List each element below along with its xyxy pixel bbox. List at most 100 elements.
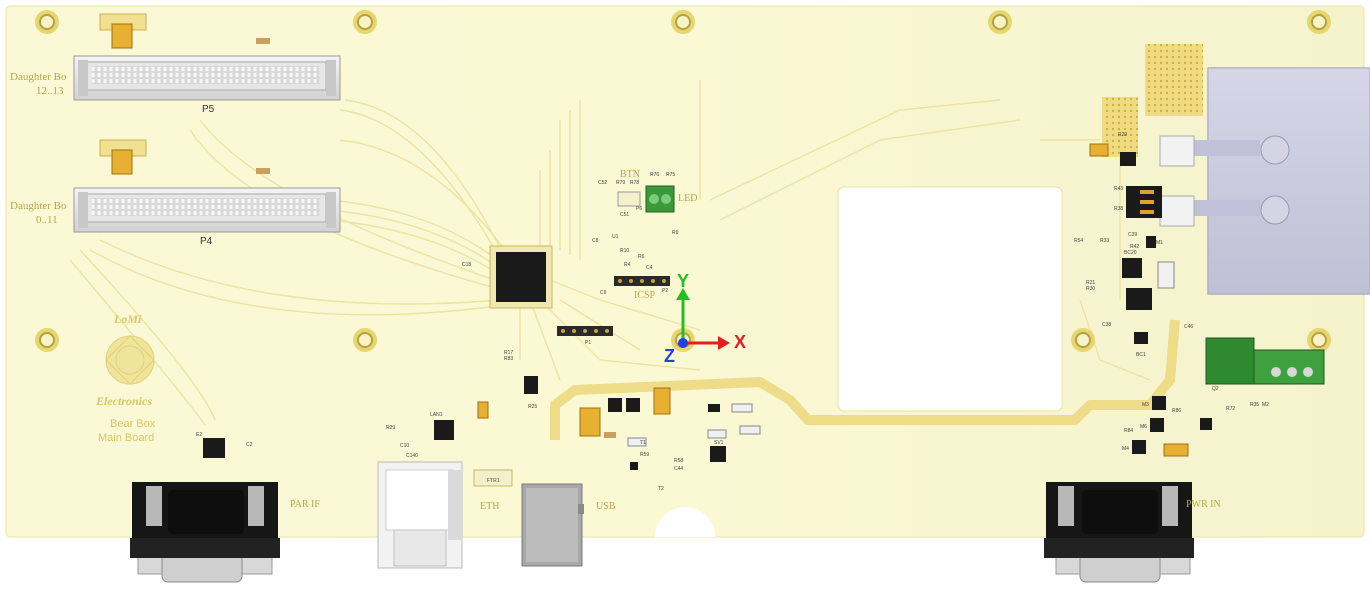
p5-side-label: Daughter Bo [10, 71, 67, 83]
designator: M3 [1142, 402, 1149, 408]
mounting-hole [353, 328, 377, 352]
title-line1: Bear Box [110, 418, 156, 430]
designator: R78 [630, 180, 640, 186]
designator: U1 [612, 234, 619, 240]
db9-par-if [130, 482, 280, 583]
smd-c-p4 [256, 168, 270, 174]
designator: R84 [1124, 428, 1134, 434]
header-p4 [73, 187, 341, 233]
pwr-in-label: PWR IN [1186, 499, 1221, 510]
designator: C46 [1184, 324, 1194, 330]
header-p5 [73, 55, 341, 101]
designator: SV1 [714, 440, 724, 446]
mounting-hole [1307, 328, 1331, 352]
designator: C39 [1128, 232, 1138, 238]
copper-pour-1 [1145, 44, 1203, 116]
mounting-hole [671, 10, 695, 34]
axis-z-label: Z [664, 346, 675, 366]
board-window [837, 186, 1063, 412]
designator: C18 [462, 262, 472, 268]
designator: R42 [1130, 244, 1140, 250]
button-sw [617, 191, 641, 207]
ic-small-right [1120, 152, 1136, 166]
designator: R29 [1118, 132, 1128, 138]
ic-e2 [203, 438, 225, 458]
logo-top-text: LoMi [114, 312, 142, 326]
designator: M2 [1262, 402, 1269, 408]
mcu-u1 [489, 245, 553, 309]
designator: P2 [662, 288, 669, 294]
par-if-label: PAR IF [290, 499, 320, 510]
designator: C2 [246, 442, 253, 448]
designator: R75 [666, 172, 676, 178]
designator: C52 [598, 180, 608, 186]
rj45-connector [377, 461, 463, 569]
mosfets [1132, 396, 1212, 454]
designator: M6 [1140, 424, 1147, 430]
mounting-hole [988, 10, 1012, 34]
designator: P1 [585, 340, 592, 346]
ic-m1 [1146, 236, 1156, 248]
axis-indicator [676, 288, 730, 350]
power-section [477, 376, 761, 470]
fuse [1157, 261, 1175, 289]
designator: R35 [1250, 402, 1260, 408]
mounting-hole [1307, 10, 1331, 34]
capacitor-p4 [99, 139, 147, 175]
ic-reg [1126, 288, 1152, 310]
mounting-hole [1071, 328, 1095, 352]
led-label: LED [678, 193, 698, 204]
designator: LAN1 [430, 412, 443, 418]
designator: C4 [646, 265, 653, 271]
designator: C51 [620, 212, 630, 218]
terminal-block [1205, 337, 1325, 385]
designator: R72 [1226, 406, 1236, 412]
designator: R79 [616, 180, 626, 186]
logo-bottom-text: Electronics [96, 394, 152, 408]
p5-label: P5 [202, 104, 215, 115]
mounting-hole [353, 10, 377, 34]
capacitor-p5 [99, 13, 147, 49]
designator: R43 [1114, 186, 1124, 192]
designator: C10 [400, 443, 410, 449]
tantalum-right [1163, 443, 1189, 457]
designator: R54 [1074, 238, 1084, 244]
designator: R29 [386, 425, 396, 431]
designator: R86 [1172, 408, 1182, 414]
smd-c-p5 [256, 38, 270, 44]
designator: R10 [620, 248, 630, 254]
title-line2: Main Board [98, 432, 155, 444]
eth-label: ETH [480, 501, 500, 512]
jst-connector-2 [1159, 195, 1195, 227]
mounting-hole [35, 328, 59, 352]
designator: E2 [196, 432, 203, 438]
designator: R4 [624, 262, 631, 268]
designator: BC1 [1136, 352, 1146, 358]
usb-label: USB [596, 501, 616, 512]
p4-side-sub: 0..11 [36, 214, 58, 226]
db9-pwr-in [1044, 482, 1194, 583]
axis-x-label: X [734, 332, 747, 352]
designator: T2 [658, 486, 664, 492]
icsp-label: ICSP [634, 290, 656, 301]
board-notch [655, 507, 715, 537]
barrel-connector [1190, 67, 1370, 295]
designator: R9 [672, 230, 679, 236]
designator: Q2 [1212, 386, 1219, 392]
designator: FTR1 [487, 478, 500, 484]
designator: R58 [674, 458, 684, 464]
p5-side-sub: 12..13 [36, 85, 64, 97]
designator: R30 [1086, 286, 1096, 292]
designator: C8 [592, 238, 599, 244]
designator: R17 [504, 350, 514, 356]
designator: R83 [504, 356, 514, 362]
designator: C38 [1102, 322, 1112, 328]
designator: R33 [1100, 238, 1110, 244]
designator: P6 [636, 206, 643, 212]
lan-chip [434, 420, 454, 440]
designator: T1 [640, 440, 646, 446]
mounting-hole [35, 10, 59, 34]
usb-b-connector [521, 483, 584, 567]
designator: R25 [528, 404, 538, 410]
